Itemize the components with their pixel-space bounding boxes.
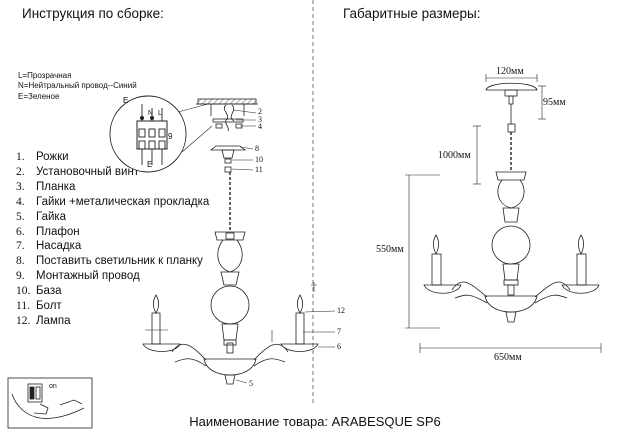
dim-total-width: 650мм [494,352,522,363]
part-item: 1.Рожки [16,151,69,163]
chandelier-right [423,82,600,323]
legend-line-l: L=Прозрачная [18,71,72,80]
callout-2: 2 [258,107,262,116]
switch-hand-illustration [7,377,93,429]
terminal-n: N [148,110,154,117]
dim-body-height: 550мм [376,244,404,255]
part-item: 5.Гайка [16,210,67,223]
assembly-title: Инструкция по сборке: [22,6,164,21]
ceiling-mount [196,98,258,132]
terminal-9: 9 [168,132,173,141]
part-item: 6.Плафон [16,225,80,238]
parts-list: 1.Рожки 2.Установочный винт 3.Планка 4.Г… [16,150,209,329]
part-item: 2.Установочный винт [16,165,140,178]
dim-canopy-width: 120мм [496,66,524,77]
part-item: 12.Лампа [16,314,71,327]
legend-line-n: N=Нейтральный провод--Синий [18,81,137,91]
dim-chain-length: 1000мм [438,150,471,161]
part-item: 10.База [16,285,62,298]
part-item: 7.Насадка [16,240,82,253]
callout-6: 6 [337,342,341,351]
terminal-magnifier [109,95,213,173]
part-item: 4.Гайки +металическая прокладка [16,195,210,208]
part-item: 11.Болт [16,300,62,313]
callout-8: 8 [255,144,259,153]
product-name: Наименование товара: ARABESQUE SP6 [189,414,441,429]
chandelier-left [142,145,319,385]
callout-5: 5 [249,379,253,388]
terminal-e-bottom: E [147,160,153,169]
callout-12: 12 [337,306,345,315]
dim-canopy-height: 95мм [543,97,566,108]
callout-3: 3 [258,115,262,124]
legend-line-e: E=Зеленое [18,91,60,101]
callout-leaders [231,109,336,384]
wiring-legend: L=Прозрачная N=Нейтральный провод--Синий… [18,71,137,102]
part-item: 8.Поставить светильник к планку [16,255,203,268]
switch-on-label: on [49,383,57,390]
part-item: 9.Монтажный провод [16,270,140,283]
callout-11: 11 [255,165,263,174]
callout-4: 4 [258,122,262,131]
callout-10: 10 [255,155,263,164]
terminal-e-top: E [123,96,129,105]
terminal-l: L [158,110,162,117]
callout-7: 7 [337,327,341,336]
dimension-lines [405,74,602,353]
dimensions-title: Габаритные размеры: [343,6,481,21]
part-item: 3.Планка [16,180,76,193]
